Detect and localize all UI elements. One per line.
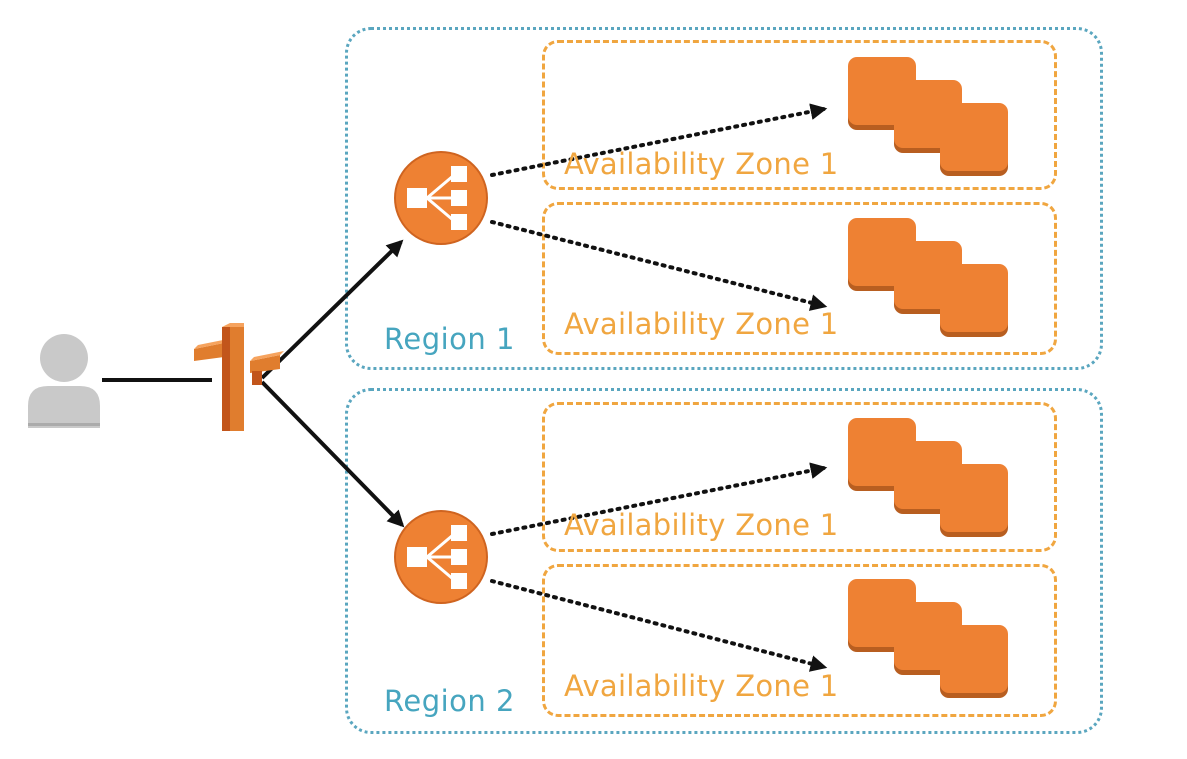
region-1-label: Region 1 [384,322,515,356]
ec2-instances-icon [848,579,1013,704]
availability-zone-label: Availability Zone 1 [564,669,839,703]
availability-zone-label: Availability Zone 1 [564,307,839,341]
instance-box [940,464,1008,532]
elb-2-to-az-1-arrow [490,462,828,536]
availability-zone-box [542,564,1057,717]
load-balancer-icon [394,510,488,604]
availability-zone-box [542,402,1057,552]
region-2-boundary [345,388,1103,734]
region-1-boundary [345,27,1103,370]
dns-to-region-1-arrow [260,239,404,380]
availability-zone-box [542,202,1057,355]
route53-signpost-icon [194,323,284,431]
instance-box [940,264,1008,332]
dns-to-region-2-arrow [260,380,405,528]
elb-2-to-az-2-arrow [490,579,828,672]
ec2-instances-icon [848,57,1013,182]
availability-zone-box [542,40,1057,190]
instance-box [940,625,1008,693]
elb-1-to-az-2-arrow [490,220,828,311]
load-balancer-icon [394,151,488,245]
elb-1-to-az-1-arrow [490,103,828,177]
user-icon [28,334,100,428]
ec2-instances-icon [848,218,1013,343]
ec2-instances-icon [848,418,1013,543]
region-2-label: Region 2 [384,684,515,718]
availability-zone-label: Availability Zone 1 [564,147,839,181]
instance-box [940,103,1008,171]
availability-zone-label: Availability Zone 1 [564,508,839,542]
